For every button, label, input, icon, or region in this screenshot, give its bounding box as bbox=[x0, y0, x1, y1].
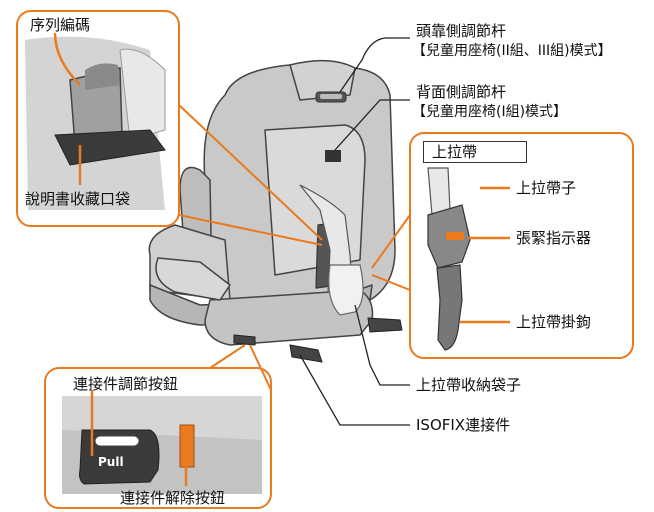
inset-connector-buttons bbox=[44, 367, 272, 509]
headrest-lever-label-line1: 頭靠側調節杆 bbox=[416, 22, 507, 40]
back-lever-label-line2: 【兒童用座椅(I組)模式】 bbox=[412, 104, 568, 120]
inset-manual bbox=[16, 10, 180, 227]
callout-lines bbox=[178, 104, 411, 391]
tether-storage-shape bbox=[328, 264, 364, 316]
tension-indicator-label: 張緊指示器 bbox=[516, 229, 592, 247]
isofix-connector-label: ISOFIX連接件 bbox=[416, 416, 511, 434]
manual-pocket-label: 說明書收藏口袋 bbox=[25, 190, 131, 208]
top-tether-title: 上拉帶 bbox=[423, 141, 527, 163]
tether-storage-pocket-label: 上拉帶收納袋子 bbox=[416, 376, 522, 394]
headrest-lever-label-line2: 【兒童用座椅(II組、III組)模式】 bbox=[412, 43, 612, 59]
connector-release-button-label: 連接件解除按鈕 bbox=[120, 489, 226, 507]
back-lever-shape bbox=[325, 150, 341, 162]
connector-adjust-button-label: 連接件調節按鈕 bbox=[73, 375, 179, 393]
back-lever-label-line1: 背面側調節杆 bbox=[416, 83, 507, 101]
inset-top-tether bbox=[409, 132, 634, 359]
serial-number-label: 序列編碼 bbox=[30, 16, 91, 34]
pull-tag-text: Pull bbox=[98, 455, 124, 469]
leader-lines bbox=[299, 37, 410, 426]
isofix-connectors bbox=[233, 317, 403, 363]
headrest-lever-shape bbox=[315, 91, 347, 103]
top-tether-strap-label: 上拉帶子 bbox=[516, 179, 577, 197]
top-tether-hook-label: 上拉帶掛鉤 bbox=[516, 313, 592, 331]
